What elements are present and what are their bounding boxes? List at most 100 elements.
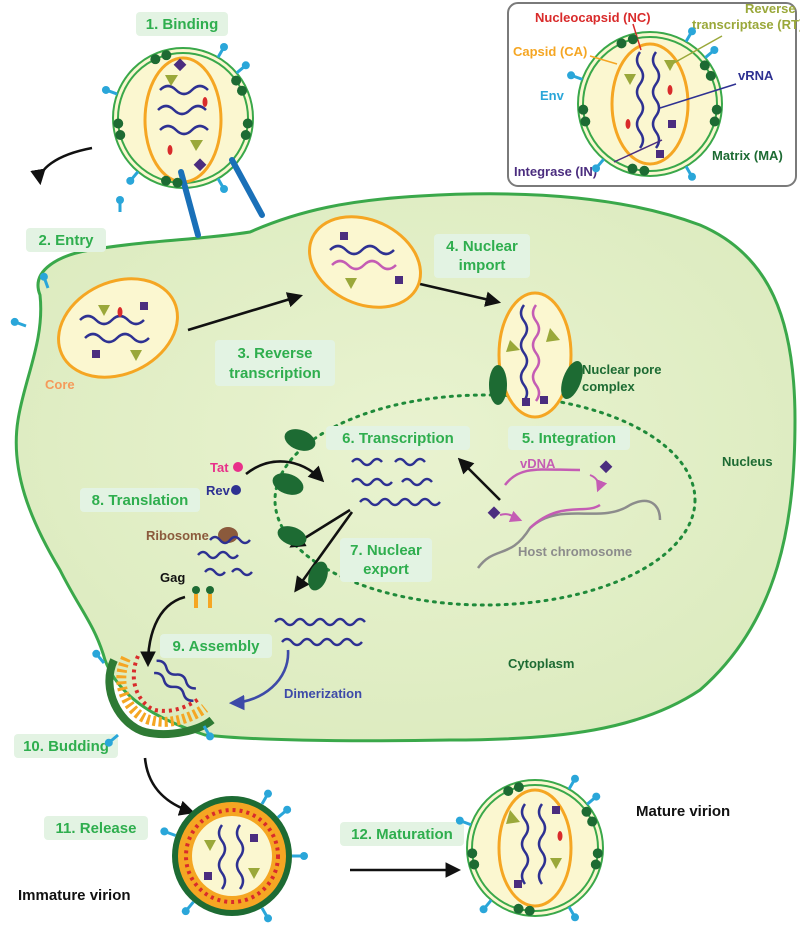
dimerization-label: Dimerization — [284, 686, 362, 701]
matrix-protein — [587, 816, 598, 827]
matrix-protein — [627, 163, 638, 174]
legend-nucleocapsid: Nucleocapsid (NC) — [535, 10, 651, 25]
env-spike-head — [92, 649, 101, 658]
arrow-dimerization — [228, 649, 290, 711]
env-spike-head — [160, 827, 169, 836]
ribosome — [218, 527, 238, 543]
step-nuclear-import-1: 4. Nuclear — [446, 238, 518, 255]
matrix-protein — [513, 782, 524, 793]
env-spike-head — [571, 774, 579, 783]
step-nuclear-export-2: export — [363, 561, 409, 578]
mature-virion — [466, 779, 604, 917]
matrix-protein — [639, 165, 650, 176]
matrix-protein — [161, 175, 172, 186]
legend — [507, 2, 797, 187]
arrow-binding-to-entry — [30, 146, 93, 186]
matrix-protein — [590, 859, 601, 870]
step-binding: 1. Binding — [146, 16, 219, 33]
entry-core — [57, 277, 179, 379]
env-spike-head — [206, 732, 214, 741]
env-spike-head — [571, 913, 579, 922]
arrow-integration-to-transcription — [457, 457, 501, 501]
legend-vrna: vRNA — [738, 68, 774, 83]
arrow-to-reverse-transcription — [187, 292, 303, 332]
translation-mrna — [197, 535, 253, 577]
env-spikes — [10, 27, 722, 923]
integration-dna — [476, 460, 662, 569]
env-spike-head — [101, 85, 110, 94]
rev-export-complex-2 — [272, 473, 304, 495]
npc-label-1: Nuclear pore — [582, 362, 661, 377]
matrix-protein — [242, 118, 253, 129]
matrix-protein — [709, 116, 720, 127]
tat-dot — [233, 462, 243, 472]
env-spike-head — [241, 61, 250, 70]
env-spike-head — [220, 42, 228, 51]
env-spike-head — [710, 46, 719, 55]
legend-integrase: Integrase (IN) — [514, 164, 597, 179]
assembly-rna — [274, 617, 366, 647]
step-entry: 2. Entry — [38, 232, 94, 249]
legend-env: Env — [540, 88, 565, 103]
rev-export-complex-3 — [277, 526, 307, 546]
gag-proteins — [192, 586, 214, 608]
nucleus-label: Nucleus — [722, 454, 773, 469]
process-arrows — [30, 146, 502, 878]
matrix-protein — [627, 34, 638, 45]
legend-capsid: Capsid (CA) — [513, 44, 587, 59]
matrix-protein — [580, 116, 591, 127]
matrix-protein — [113, 118, 124, 129]
matrix-protein — [581, 806, 592, 817]
env-spike-head — [116, 196, 124, 204]
env-spike-head — [283, 805, 292, 814]
matrix-protein — [592, 848, 603, 859]
step-assembly: 9. Assembly — [173, 638, 261, 655]
matrix-protein — [161, 50, 172, 61]
env-spike-head — [104, 738, 113, 747]
step-labels: 1. Binding 2. Entry 3. Reverse transcrip… — [14, 12, 630, 846]
matrix-protein — [616, 38, 627, 49]
step-transcription: 6. Transcription — [342, 430, 454, 447]
env-spike-head — [688, 172, 696, 181]
arrow-tat-rev-import — [245, 460, 325, 483]
matrix-protein — [240, 129, 251, 140]
step-release: 11. Release — [56, 820, 137, 837]
matrix-protein — [467, 848, 478, 859]
rev-dot — [231, 485, 241, 495]
vdna-label: vDNA — [520, 456, 556, 471]
env-spike-head — [592, 792, 601, 801]
rev-export-complex-4 — [308, 561, 328, 591]
transcripts — [351, 457, 441, 507]
env-spike-head — [455, 816, 464, 825]
step-nuclear-export-1: 7. Nuclear — [350, 542, 422, 559]
step-maturation: 12. Maturation — [351, 826, 453, 843]
rev-label: Rev — [206, 483, 231, 498]
virion-binding — [112, 47, 265, 238]
env-spike-head — [181, 907, 190, 916]
core-label: Core — [45, 377, 75, 392]
host-chromosome-label: Host chromosome — [518, 544, 632, 559]
step-budding: 10. Budding — [23, 738, 109, 755]
env-spike-head — [126, 176, 135, 185]
arrow-budding-to-release — [143, 757, 195, 816]
nuclear-pore-right — [561, 360, 583, 400]
gag-label: Gag — [160, 570, 185, 585]
legend-matrix: Matrix (MA) — [712, 148, 783, 163]
matrix-protein — [503, 785, 514, 796]
matrix-protein — [231, 75, 242, 86]
import-core — [497, 291, 573, 419]
env-spike-head — [10, 317, 19, 326]
step-reverse-transcription-2: transcription — [229, 365, 321, 382]
env-spike-head — [592, 164, 601, 173]
env-spike-head — [220, 185, 228, 194]
matrix-protein — [115, 129, 126, 140]
env-spike-head — [300, 852, 308, 860]
matrix-protein — [469, 859, 480, 870]
mature-virion-label: Mature virion — [636, 803, 730, 820]
nucleus — [273, 393, 697, 607]
env-spike-head — [264, 789, 272, 798]
rev-export-complex-1 — [284, 429, 316, 451]
matrix-protein — [513, 903, 524, 914]
matrix-protein — [699, 60, 710, 71]
